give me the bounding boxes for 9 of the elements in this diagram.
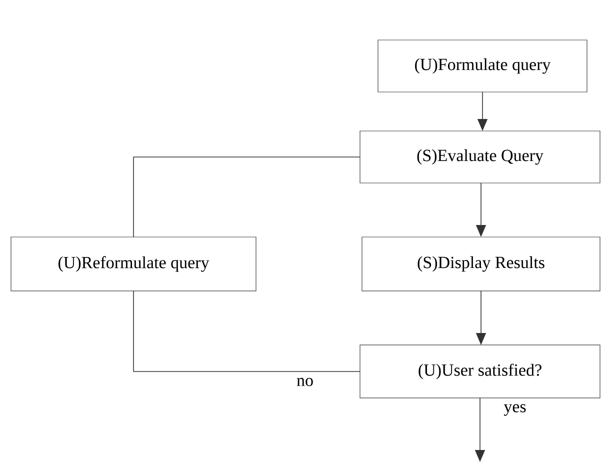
process-box: (S)Evaluate Query: [360, 130, 600, 184]
process-box: (U)User satisfied?: [360, 344, 600, 398]
edge-label: no: [296, 378, 313, 386]
process-box: (S)Display Results: [362, 236, 600, 292]
process-box: (U)Formulate query: [378, 40, 588, 92]
edge-label: yes: [504, 404, 526, 416]
connector-line: [133, 156, 360, 238]
process-box: (U)Reformulate query: [10, 236, 256, 292]
connector-line: [133, 290, 360, 372]
